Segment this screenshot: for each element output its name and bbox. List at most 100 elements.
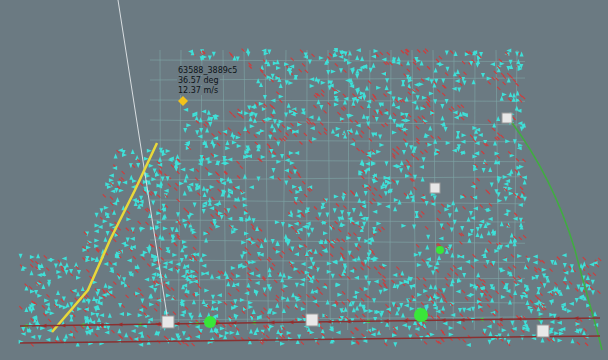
detector-mark <box>538 268 541 271</box>
detector-mark <box>304 244 307 247</box>
lane-arrow <box>412 89 416 94</box>
lane-arrow <box>399 281 404 285</box>
lane-arrow <box>276 241 280 246</box>
road <box>412 50 416 330</box>
detector-mark <box>343 206 346 209</box>
lane-arrow <box>500 221 504 226</box>
lane-arrow <box>110 267 114 272</box>
lane-arrow <box>401 118 406 122</box>
lane-arrow <box>319 105 323 110</box>
lane-arrow <box>500 62 505 66</box>
lane-arrow <box>456 289 461 293</box>
detector-mark <box>194 258 197 261</box>
detector-mark <box>488 241 491 244</box>
detector-mark <box>259 228 262 231</box>
lane-arrow <box>331 274 335 279</box>
detector-mark <box>271 79 274 82</box>
detector-mark <box>159 247 162 250</box>
detector-mark <box>392 180 395 183</box>
detector-mark <box>423 284 426 287</box>
detector-mark <box>273 151 276 154</box>
lane-arrow <box>379 290 383 295</box>
detector-mark <box>218 271 221 274</box>
detector-mark <box>165 174 168 177</box>
lane-arrow <box>95 313 99 318</box>
detector-mark <box>397 146 400 149</box>
lane-arrow <box>373 179 378 183</box>
lane-arrow <box>392 164 397 168</box>
lane-arrow <box>557 321 562 325</box>
lane-arrow <box>367 253 371 258</box>
lane-arrow <box>439 298 443 303</box>
road <box>282 50 286 330</box>
lane-arrow <box>360 159 364 164</box>
lane-arrow <box>471 185 476 189</box>
lane-arrow <box>537 287 541 292</box>
lane-arrow <box>490 298 494 303</box>
detector-mark <box>585 343 588 346</box>
lane-arrow <box>232 141 237 145</box>
detector-mark <box>359 226 362 229</box>
lane-arrow <box>430 333 435 337</box>
lane-arrow <box>507 78 511 83</box>
detector-mark <box>248 109 251 112</box>
lane-arrow <box>253 118 257 123</box>
lane-arrow <box>357 256 361 261</box>
lane-arrow <box>45 303 50 307</box>
lane-arrow <box>504 244 509 248</box>
lane-arrow <box>359 226 364 230</box>
detector-mark <box>421 302 424 305</box>
detector-mark <box>272 263 275 266</box>
lane-arrow <box>215 224 220 228</box>
lane-arrow <box>402 323 407 327</box>
detector-mark <box>328 102 331 105</box>
lane-arrow <box>360 56 364 61</box>
lane-arrow <box>399 168 403 173</box>
lane-arrow <box>106 326 110 331</box>
lane-arrow <box>176 154 180 159</box>
detector-mark <box>398 128 401 131</box>
lane-arrow <box>576 322 581 326</box>
lane-arrow <box>163 261 168 265</box>
detector-mark <box>250 237 253 240</box>
detector-mark <box>479 278 482 281</box>
detector-mark <box>470 135 473 138</box>
detector-mark <box>497 136 500 139</box>
lane-arrow <box>106 231 110 236</box>
lane-arrow <box>343 192 348 196</box>
lane-arrow <box>275 303 279 308</box>
detector-mark <box>263 308 266 311</box>
lane-arrow <box>195 116 199 121</box>
lane-arrow <box>307 265 312 269</box>
lane-arrow <box>185 275 189 280</box>
detector-mark <box>233 115 236 118</box>
lane-arrow <box>523 294 528 298</box>
lane-arrow <box>208 160 213 164</box>
lane-arrow <box>361 204 366 208</box>
detector-mark <box>129 248 132 251</box>
detector-mark <box>441 311 444 314</box>
lane-arrow <box>433 139 437 144</box>
lane-arrow <box>510 232 514 237</box>
lane-arrow <box>337 293 342 297</box>
lane-arrow <box>38 335 42 340</box>
lane-arrow <box>452 148 457 152</box>
lane-arrow <box>372 63 376 68</box>
lane-arrow <box>382 58 387 62</box>
detector-mark <box>302 181 305 184</box>
detector-mark <box>322 245 325 248</box>
lane-arrow <box>50 311 55 315</box>
lane-arrow <box>176 262 181 266</box>
lane-arrow <box>513 237 517 242</box>
lane-arrow <box>168 260 173 264</box>
detector-mark <box>237 176 240 179</box>
lane-arrow <box>474 286 478 291</box>
lane-arrow <box>449 332 454 336</box>
lane-arrow <box>175 227 179 232</box>
lane-arrow <box>399 303 403 308</box>
road <box>368 50 370 330</box>
lane-arrow <box>47 282 51 287</box>
detector-mark <box>514 281 517 284</box>
lane-arrow <box>45 338 50 342</box>
detector-mark <box>447 223 450 226</box>
